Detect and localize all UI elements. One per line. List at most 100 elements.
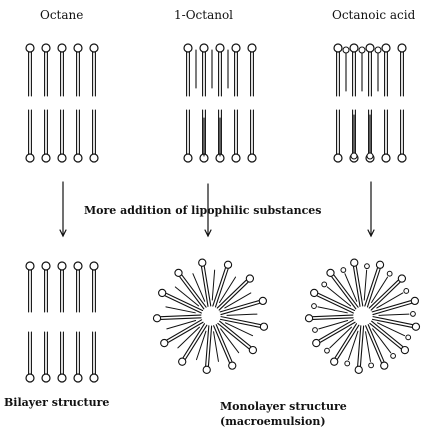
monolayer-octanoic-acid-head	[351, 259, 358, 266]
octanoic-acid-bilayer-top-lipid	[334, 44, 342, 96]
monolayer-octanoic-acid-head	[401, 346, 408, 353]
octanoic-acid-bilayer-additive	[367, 115, 373, 159]
octanoic-acid-bilayer-bottom-lipid	[382, 110, 390, 162]
monolayer-octanoic-acid-additive-head	[341, 268, 346, 273]
monolayer-octanol-additive	[227, 314, 257, 315]
monolayer-octanoic-acid-additive-head	[406, 335, 411, 340]
monolayer-octanoic-acid-additive-head	[345, 361, 350, 366]
octane-bilayer-bottom-lipid	[42, 110, 50, 162]
monolayer-octanoic-acid-head	[376, 261, 383, 268]
monolayer-octanoic-acid-tail	[313, 315, 353, 317]
monolayer-octanol-additive	[167, 320, 196, 328]
monolayer-octanoic-acid-tail	[367, 269, 380, 307]
bilayer-structure-bottom-lipid	[42, 332, 50, 382]
octanol-bilayer-bottom-lipid	[232, 110, 240, 162]
monolayer-octanol-tail	[161, 315, 201, 317]
monolayer-octanoic-acid-head	[311, 289, 318, 296]
octane-bilayer-top-lipid	[90, 44, 98, 96]
monolayer-octanoic-acid-additive-head	[391, 354, 396, 359]
octanoic-acid-bilayer-bottom-lipid	[334, 110, 342, 162]
octanol-bilayer-bottom-lipid	[184, 110, 192, 162]
octane-bilayer-top-lipid	[58, 44, 66, 96]
bilayer-structure-bottom-lipid	[58, 332, 66, 382]
label-octane: Octane	[40, 8, 83, 22]
monolayer-octanoic-acid-additive-head	[369, 363, 374, 368]
monolayer-octanol-head	[259, 297, 266, 304]
monolayer-octanol-tail	[215, 269, 228, 307]
octanol-bilayer-bottom-lipid	[248, 110, 256, 162]
monolayer-octanoic-acid-head	[412, 323, 419, 330]
monolayer-octanol-head	[159, 289, 166, 296]
monolayer-octanol-tail	[216, 325, 232, 362]
label-octanoic-acid: Octanoic acid	[332, 8, 415, 22]
monolayer-octanoic-acid-tail	[370, 323, 401, 348]
monolayer-octanoic-acid-tail	[368, 325, 384, 362]
monolayer-octanoic-acid-additive	[364, 270, 366, 300]
octanol-bilayer-top-lipid	[248, 44, 256, 96]
monolayer-octanol-head	[260, 323, 267, 330]
monolayer-octanol-additive	[196, 331, 205, 359]
octanoic-acid-bilayer-additive	[359, 47, 365, 91]
octanol-bilayer-top-lipid	[216, 44, 224, 96]
monolayer-octanoic-acid-head	[305, 315, 312, 322]
monolayer-octanoic-acid-additive-head	[312, 304, 317, 309]
monolayer-octanol-tail	[204, 266, 210, 305]
monolayer-octanol-head	[224, 261, 231, 268]
bilayer-structure-bottom-lipid	[90, 332, 98, 382]
monolayer-octanoic-acid-additive-head	[404, 289, 409, 294]
monolayer-octanoic-acid-head	[327, 269, 334, 276]
monolayer-octanoic-acid-head	[355, 366, 362, 373]
octanoic-acid-bilayer-top-lipid	[350, 44, 358, 96]
monolayer-octanoic-acid-additive	[348, 331, 357, 359]
monolayer-octanoic-acid-additive-head	[411, 312, 416, 317]
bilayer-structure-bottom-lipid	[74, 332, 82, 382]
label-bilayer-structure: Bilayer structure	[4, 396, 109, 409]
monolayer-octanoic-acid-tail	[372, 301, 410, 312]
monolayer-octanoic-acid-additive-head	[313, 328, 318, 333]
monolayer-octanoic-acid-additive-head	[325, 348, 330, 353]
monolayer-octanoic-acid-tail	[373, 303, 411, 314]
monolayer-octanoic-acid-additive-head	[365, 264, 370, 269]
monolayer-octanol-tail	[218, 323, 249, 348]
octane-bilayer-bottom-lipid	[58, 110, 66, 162]
octane-bilayer-top-lipid	[74, 44, 82, 96]
monolayer-octanoic-acid-head	[331, 358, 338, 365]
monolayer-octanol-head	[249, 346, 256, 353]
octanol-bilayer-top-lipid	[232, 44, 240, 96]
monolayer-octanol-head	[246, 275, 253, 282]
monolayer-octanoic-acid-additive-head	[387, 271, 392, 276]
monolayer-octanol-tail	[220, 301, 258, 312]
monolayer-octanol-head	[199, 259, 206, 266]
bilayer-structure-top-lipid	[90, 262, 98, 312]
monolayer-octanol-tail	[161, 318, 201, 320]
monolayer-octanoic-acid-additive	[379, 314, 409, 315]
monolayer-octanol-head	[179, 358, 186, 365]
monolayer-octanoic-acid-head	[398, 275, 405, 282]
octane-bilayer-bottom-lipid	[74, 110, 82, 162]
monolayer-octanoic-acid-additive	[319, 320, 348, 328]
octane-bilayer-bottom-lipid	[26, 110, 34, 162]
label-1-octanol: 1-Octanol	[174, 8, 233, 22]
label-monolayer-structure: Monolayer structure	[220, 400, 347, 413]
octane-bilayer-bottom-lipid	[90, 110, 98, 162]
monolayer-octanol-tail	[221, 303, 259, 314]
monolayer-octanoic-acid-tail	[356, 266, 362, 305]
octanoic-acid-bilayer-top-lipid	[366, 44, 374, 96]
monolayer-octanol-tail	[208, 326, 211, 366]
monolayer-octanol-head	[229, 362, 236, 369]
octanoic-acid-bilayer-additive	[351, 115, 357, 159]
octanoic-acid-bilayer-top-lipid	[382, 44, 390, 96]
label-more-addition: More addition of lipophilic substances	[84, 204, 321, 217]
monolayer-octanol-head	[161, 339, 168, 346]
bilayer-structure-top-lipid	[58, 262, 66, 312]
octanol-bilayer-top-lipid	[200, 44, 208, 96]
monolayer-octanoic-acid-head	[411, 297, 418, 304]
monolayer-octanol-head	[175, 269, 182, 276]
octane-bilayer-top-lipid	[26, 44, 34, 96]
bilayer-structure-bottom-lipid	[26, 332, 34, 382]
octanoic-acid-bilayer-top-lipid	[398, 44, 406, 96]
monolayer-octanol-head	[203, 366, 210, 373]
bilayer-structure-top-lipid	[42, 262, 50, 312]
monolayer-octanol-additive	[212, 270, 214, 300]
octane-bilayer-top-lipid	[42, 44, 50, 96]
